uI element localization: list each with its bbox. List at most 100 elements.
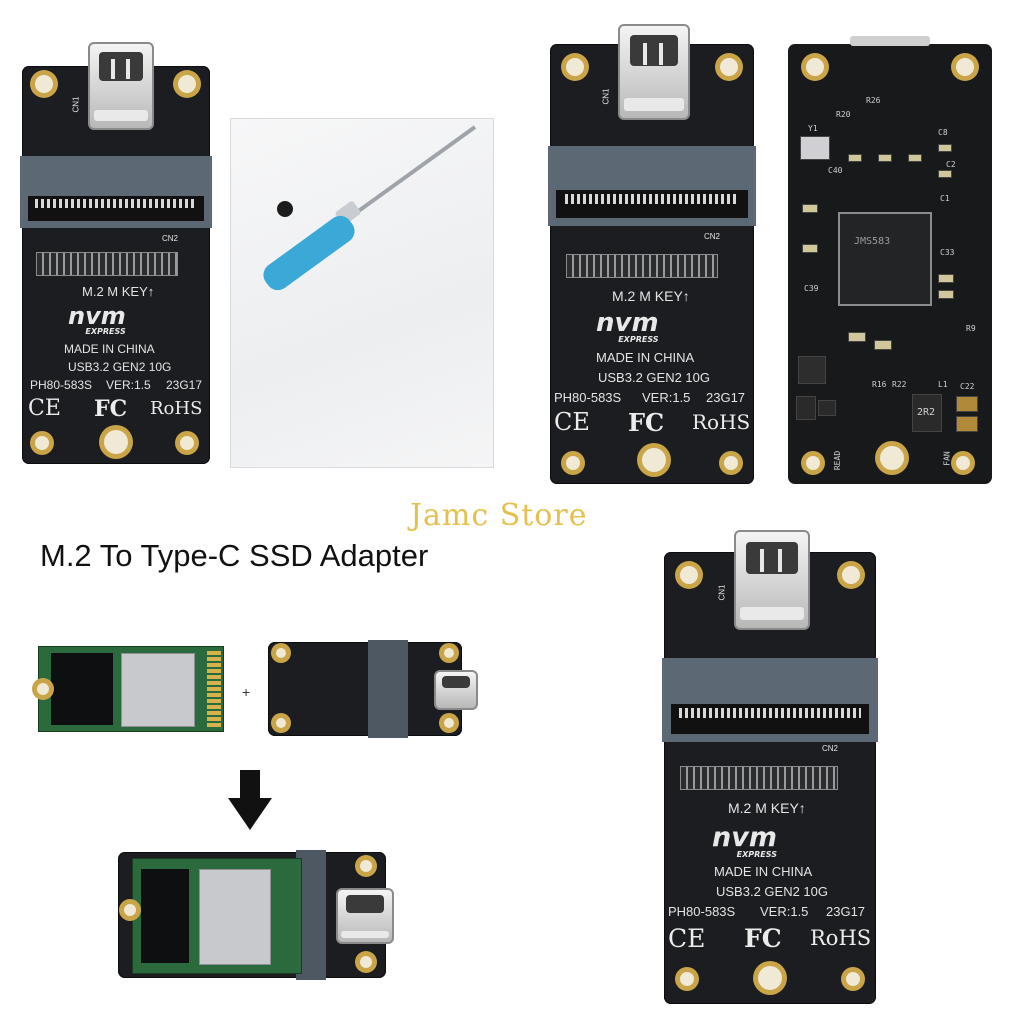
mount-hole: [178, 75, 196, 93]
pad-row: [36, 252, 178, 276]
silk-label: R20: [836, 110, 851, 119]
silk-label: C33: [940, 248, 955, 257]
plus-sign: +: [242, 684, 251, 700]
inductor: [798, 356, 826, 384]
ce-mark: CE: [554, 408, 590, 436]
mount-hole: [642, 448, 666, 472]
silk-label: R22: [892, 380, 907, 389]
mount-hole: [724, 456, 738, 470]
mount-hole: [880, 446, 904, 470]
accessory-bag: [230, 118, 494, 468]
adapter-board-small: [268, 640, 478, 738]
silk-label: Y1: [808, 124, 818, 133]
mount-hole: [956, 58, 974, 76]
date-code-label: 23G17: [826, 904, 866, 919]
silk-label: C1: [940, 194, 950, 203]
mount-hole: [842, 566, 860, 584]
usb-c-port: [336, 888, 394, 944]
silk-label: FAN: [942, 451, 952, 466]
mount-hole: [846, 972, 860, 986]
mount-hole: [758, 966, 782, 990]
chip-marking: JMS583: [854, 236, 891, 247]
date-code-label: 23G17: [166, 378, 203, 392]
silk-label: R9: [966, 324, 976, 333]
silk-label: R26: [866, 96, 881, 105]
cn1-label: CN1: [717, 584, 727, 601]
version-label: VER:1.5: [760, 904, 809, 919]
date-code-label: 23G17: [706, 390, 746, 405]
made-in-label: MADE IN CHINA: [596, 350, 695, 365]
cn2-label: CN2: [704, 232, 721, 241]
model-label: PH80-583S: [30, 378, 93, 392]
usb-spec-label: USB3.2 GEN2 10G: [68, 360, 172, 374]
product-title: M.2 To Type-C SSD Adapter: [40, 538, 429, 573]
fc-mark: FC: [744, 924, 782, 953]
silk-label: C2: [946, 160, 956, 169]
silk-label: C22: [960, 382, 975, 391]
adapter-board-back: JMS583 2R2 R26 C40 R20 Y1 C1 C8 R9 L1 R1…: [788, 36, 992, 484]
key-label: M.2 M KEY↑: [728, 800, 806, 816]
mount-hole: [180, 436, 194, 450]
usb-c-port: [88, 42, 154, 130]
version-label: VER:1.5: [642, 390, 691, 405]
usb-spec-label: USB3.2 GEN2 10G: [716, 884, 828, 899]
rohs-mark: RoHS: [692, 410, 751, 434]
m2-slot: [548, 146, 756, 226]
mount-hole: [680, 566, 698, 584]
screwdriver-icon: [263, 125, 477, 291]
mount-hole: [566, 58, 584, 76]
mount-hole: [720, 58, 738, 76]
model-label: PH80-583S: [668, 904, 736, 919]
fc-mark: FC: [628, 408, 665, 437]
store-watermark: Jamc Store: [410, 498, 588, 533]
down-arrow-icon: [228, 770, 272, 830]
key-label: M.2 M KEY↑: [82, 284, 155, 299]
inductor-marking: 2R2: [917, 407, 936, 418]
cn1-label: CN1: [71, 96, 81, 113]
mount-hole: [35, 436, 49, 450]
rohs-mark: RoHS: [150, 398, 203, 419]
version-label: VER:1.5: [106, 378, 151, 392]
mount-hole: [566, 456, 580, 470]
pad-row: [566, 254, 718, 278]
silk-label: C40: [828, 166, 843, 175]
cn2-label: CN2: [162, 234, 179, 243]
usb-c-port: [618, 24, 690, 120]
made-in-label: MADE IN CHINA: [64, 342, 155, 356]
cn1-label: CN1: [601, 88, 611, 105]
ce-mark: CE: [28, 396, 61, 421]
key-label: M.2 M KEY↑: [612, 288, 690, 304]
assembled-adapter: [118, 850, 394, 980]
mount-hole: [956, 456, 970, 470]
m2-ssd: [37, 646, 224, 732]
crystal: [800, 136, 830, 160]
mount-hole: [806, 456, 820, 470]
usb-c-port: [734, 530, 810, 630]
silk-label: L1: [938, 380, 948, 389]
ce-mark: CE: [668, 924, 706, 953]
mount-hole: [104, 430, 128, 454]
fc-mark: FC: [94, 396, 128, 422]
usb-spec-label: USB3.2 GEN2 10G: [598, 370, 710, 385]
mount-hole: [806, 58, 824, 76]
m2-slot: [20, 156, 212, 228]
usb-c-port: [434, 670, 478, 710]
cn2-label: CN2: [822, 744, 839, 753]
controller-chip: JMS583: [838, 212, 932, 306]
power-inductor: 2R2: [912, 394, 942, 432]
mount-hole: [35, 75, 53, 93]
made-in-label: MADE IN CHINA: [714, 864, 813, 879]
pad-row: [680, 766, 838, 790]
m2-slot: [662, 658, 878, 742]
model-label: PH80-583S: [554, 390, 622, 405]
silk-label: R16: [872, 380, 887, 389]
silk-label: READ: [833, 450, 843, 471]
mount-hole: [680, 972, 694, 986]
rohs-mark: RoHS: [810, 926, 872, 950]
